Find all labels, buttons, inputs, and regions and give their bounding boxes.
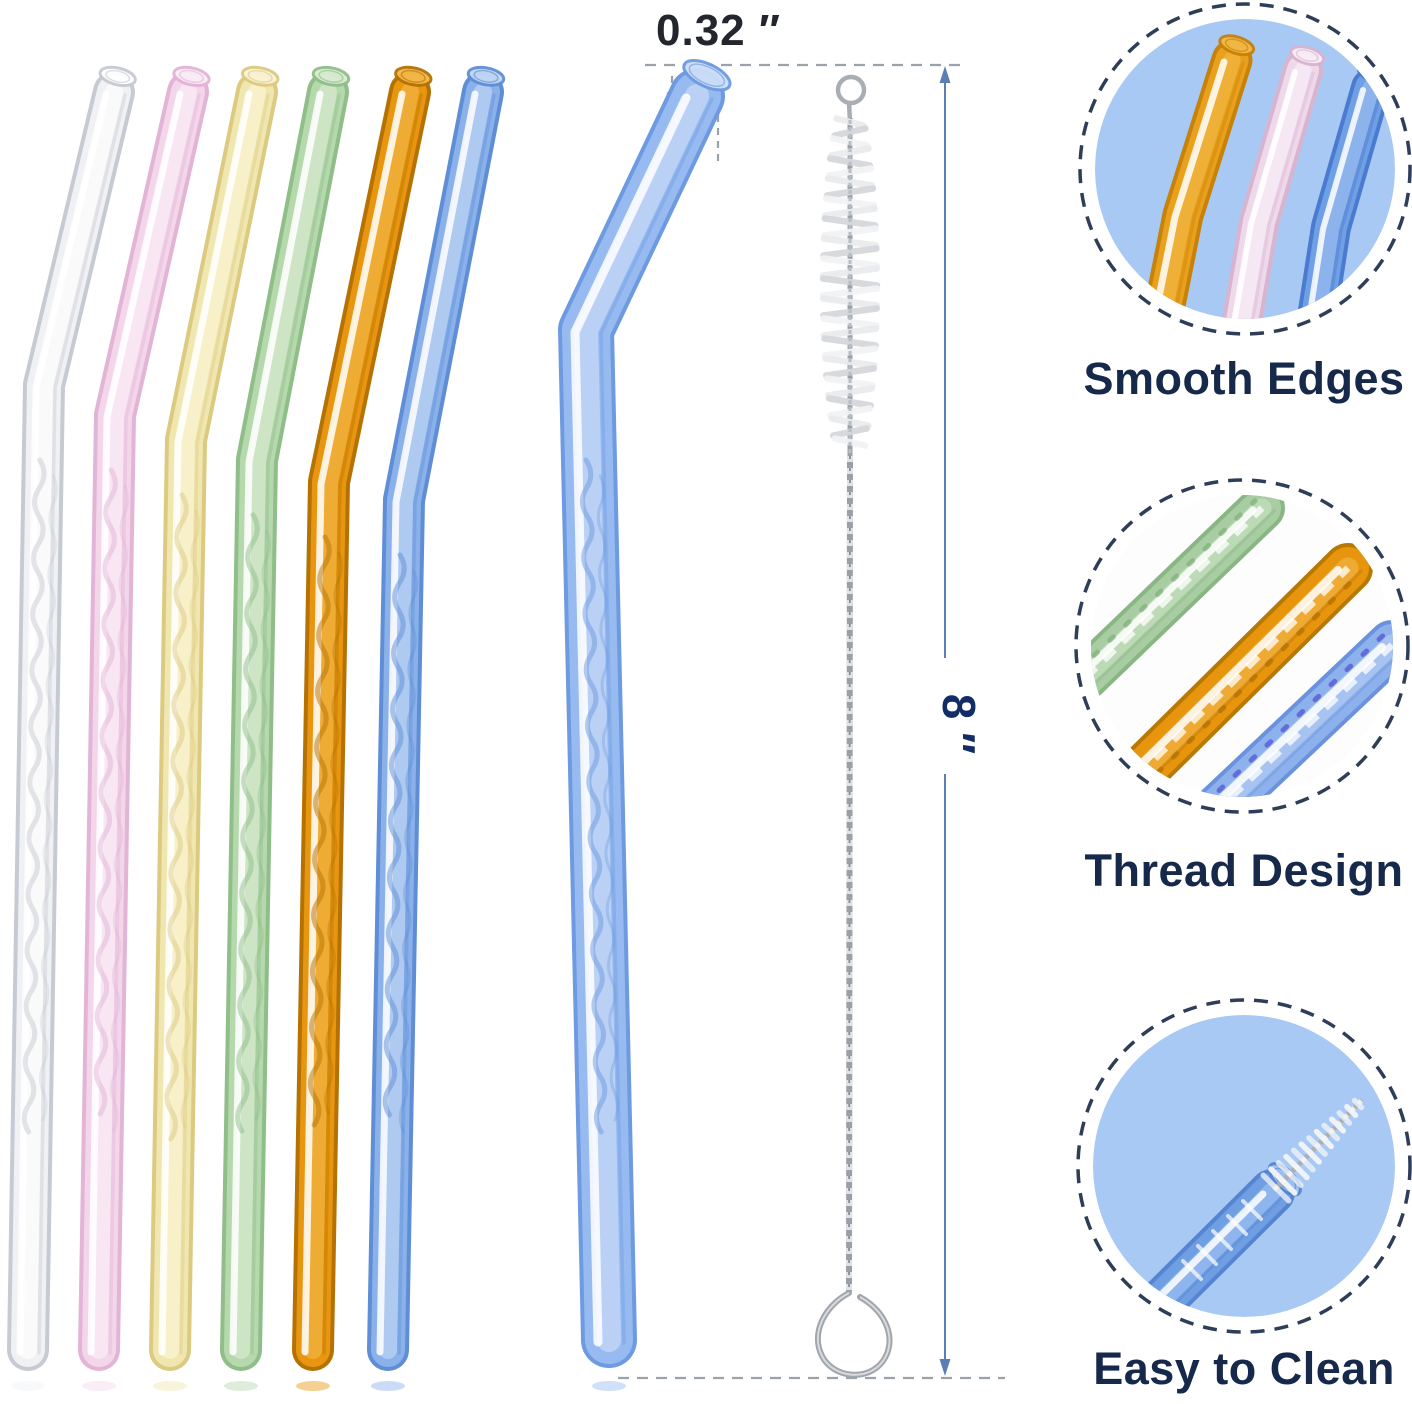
cleaning-brush: [814, 74, 893, 1378]
straw-pink: [78, 65, 211, 1371]
callout-easy-to-clean: [1076, 998, 1412, 1334]
straw-green: [220, 65, 351, 1371]
callout-smooth-edges: [1078, 2, 1412, 336]
floor-reflections: [11, 1381, 626, 1391]
callout-thread-design: [1074, 478, 1410, 814]
straw-blue: [367, 65, 506, 1371]
diameter-dimension-label: 0.32 ″: [656, 6, 781, 55]
straw-blue-large: [558, 58, 732, 1368]
straw-clear: [7, 65, 137, 1371]
feature-label-easy-to-clean: Easy to Clean: [1093, 1343, 1395, 1394]
feature-label-thread-design: Thread Design: [1084, 845, 1404, 896]
feature-label-smooth-edges: Smooth Edges: [1083, 353, 1405, 404]
straw-yellow: [149, 65, 280, 1371]
straw-amber: [292, 65, 433, 1371]
length-dimension-label: 8 ″: [933, 693, 985, 755]
